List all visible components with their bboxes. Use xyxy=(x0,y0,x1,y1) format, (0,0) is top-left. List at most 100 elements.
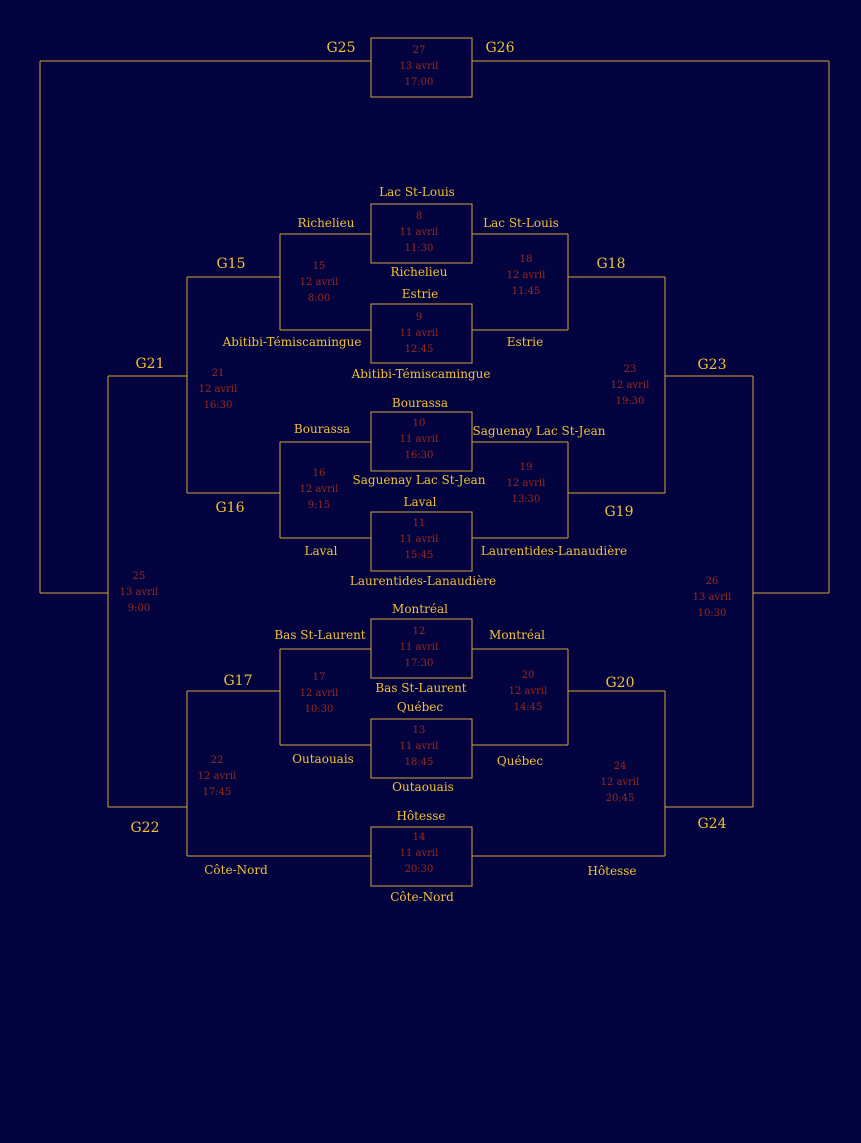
game-date-g16: 12 avril xyxy=(300,484,339,495)
game-time-g10: 16:30 xyxy=(405,450,434,461)
game-time-g26: 10:30 xyxy=(698,608,727,619)
team-label-g20-top: Montréal xyxy=(489,628,545,642)
game-time-g20: 14:45 xyxy=(514,702,543,713)
game-date-g12: 11 avril xyxy=(400,642,439,653)
game-code-label-g25: G25 xyxy=(327,40,356,56)
game-info-g13: 13 11 avril 18:45 xyxy=(400,725,439,768)
game-number-g24: 24 xyxy=(614,761,627,772)
game-date-g14: 11 avril xyxy=(400,848,439,859)
game-date-g21: 12 avril xyxy=(199,384,238,395)
team-label-g18-top: Lac St-Louis xyxy=(483,216,559,230)
game-time-g9: 12:45 xyxy=(405,344,434,355)
game-box-g14 xyxy=(370,826,473,887)
game-code-label-g17: G17 xyxy=(224,673,253,689)
game-time-g15: 8:00 xyxy=(308,293,330,304)
game-date-g10: 11 avril xyxy=(400,434,439,445)
game-number-g13: 13 xyxy=(413,725,426,736)
team-label-g8-top: Lac St-Louis xyxy=(379,185,455,199)
game-box-g9 xyxy=(370,303,473,364)
game-date-g26: 13 avril xyxy=(693,592,732,603)
game-info-g26: 26 13 avril 10:30 xyxy=(693,576,732,619)
team-label-g11-bot: Laurentides-Lanaudière xyxy=(350,574,496,588)
team-label-g20-bot: Québec xyxy=(497,754,543,768)
game-time-g8: 11:30 xyxy=(405,243,434,254)
game-date-g25: 13 avril xyxy=(120,587,159,598)
team-label-g16-top: Bourassa xyxy=(294,422,350,436)
game-box-g13 xyxy=(370,718,473,779)
team-label-g16-bot: Laval xyxy=(305,544,338,558)
game-number-g14: 14 xyxy=(413,832,426,843)
game-box-g27 xyxy=(370,37,473,98)
game-code-label-g24: G24 xyxy=(698,816,727,832)
game-number-g10: 10 xyxy=(413,418,426,429)
game-info-g20: 20 12 avril 14:45 xyxy=(509,670,548,713)
game-info-g10: 10 11 avril 16:30 xyxy=(400,418,439,461)
game-time-g24: 20:45 xyxy=(606,793,635,804)
team-label-g17-top: Bas St-Laurent xyxy=(274,628,365,642)
game-number-g11: 11 xyxy=(413,518,426,529)
game-time-g18: 11:45 xyxy=(512,286,541,297)
game-info-g14: 14 11 avril 20:30 xyxy=(400,832,439,875)
game-date-g22: 12 avril xyxy=(198,771,237,782)
game-number-g27: 27 xyxy=(413,45,426,56)
game-code-label-g18: G18 xyxy=(597,256,626,272)
team-label-g11-top: Laval xyxy=(404,495,437,509)
game-time-g21: 16:30 xyxy=(204,400,233,411)
game-date-g18: 12 avril xyxy=(507,270,546,281)
game-time-g14: 20:30 xyxy=(405,864,434,875)
team-label-g14-bot: Côte-Nord xyxy=(390,890,454,904)
team-label-g19-top: Saguenay Lac St-Jean xyxy=(473,424,606,438)
game-code-label-g26: G26 xyxy=(486,40,515,56)
game-date-g20: 12 avril xyxy=(509,686,548,697)
game-info-g18: 18 12 avril 11:45 xyxy=(507,254,546,297)
game-box-g11 xyxy=(370,511,473,572)
game-number-g9: 9 xyxy=(416,312,422,323)
game-time-g22: 17:45 xyxy=(203,787,232,798)
team-label-g10-top: Bourassa xyxy=(392,396,448,410)
game-time-g13: 18:45 xyxy=(405,757,434,768)
game-box-g8 xyxy=(370,203,473,264)
game-date-g8: 11 avril xyxy=(400,227,439,238)
game-code-label-g20: G20 xyxy=(606,675,635,691)
game-date-g11: 11 avril xyxy=(400,534,439,545)
game-date-g15: 12 avril xyxy=(300,277,339,288)
game-number-g20: 20 xyxy=(522,670,535,681)
game-code-label-g23: G23 xyxy=(698,357,727,373)
game-number-g26: 26 xyxy=(706,576,719,587)
team-label-g14-top: Hôtesse xyxy=(396,809,445,823)
game-code-label-g22: G22 xyxy=(131,820,160,836)
team-label-g9-top: Estrie xyxy=(402,287,438,301)
game-time-g19: 13:30 xyxy=(512,494,541,505)
game-number-g15: 15 xyxy=(313,261,326,272)
game-time-g23: 19:30 xyxy=(616,396,645,407)
team-label-g9-bot: Abitibi-Témiscamingue xyxy=(351,367,491,381)
team-label-g19-bot: Laurentides-Lanaudière xyxy=(481,544,627,558)
game-number-g23: 23 xyxy=(624,364,637,375)
game-date-g13: 11 avril xyxy=(400,741,439,752)
game-number-g17: 17 xyxy=(313,672,326,683)
game-number-g18: 18 xyxy=(520,254,533,265)
game-box-g12 xyxy=(370,618,473,679)
game-time-g12: 17:30 xyxy=(405,658,434,669)
game-info-g12: 12 11 avril 17:30 xyxy=(400,626,439,669)
team-label-g18-bot: Estrie xyxy=(507,335,543,349)
team-label-g10-bot: Saguenay Lac St-Jean xyxy=(353,473,486,487)
team-label-g24-bot: Hôtesse xyxy=(587,864,636,878)
game-number-g21: 21 xyxy=(212,368,225,379)
game-date-g9: 11 avril xyxy=(400,328,439,339)
game-code-label-g19: G19 xyxy=(605,504,634,520)
game-date-g27: 13 avril xyxy=(400,61,439,72)
game-number-g12: 12 xyxy=(413,626,426,637)
team-label-g13-bot: Outaouais xyxy=(392,780,454,794)
game-box-g10 xyxy=(370,411,473,472)
game-date-g24: 12 avril xyxy=(601,777,640,788)
game-number-g16: 16 xyxy=(313,468,326,479)
game-time-g17: 10:30 xyxy=(305,704,334,715)
